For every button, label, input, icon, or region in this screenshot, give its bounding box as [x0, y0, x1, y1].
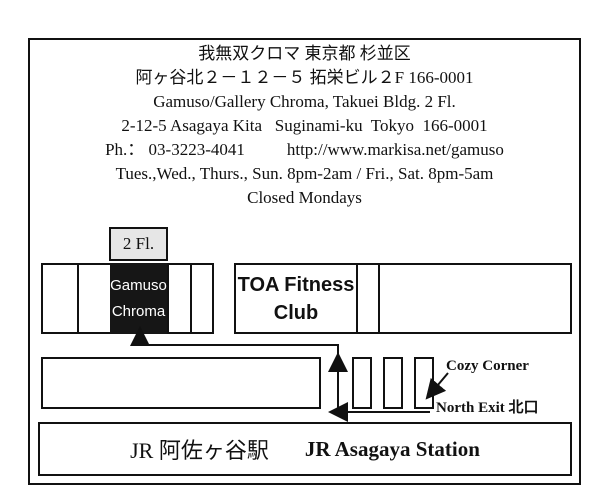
contact-row: Ph.： 03-3223-4041 http://www.markisa.net… — [28, 138, 581, 162]
address-en: 2-12-5 Asagaya Kita Suginami-ku Tokyo 16… — [121, 116, 488, 135]
closed-days: Closed Mondays — [247, 188, 362, 207]
website-link[interactable]: http://www.markisa.net/gamuso — [286, 140, 504, 159]
address-block: 我無双クロマ 東京都 杉並区 阿ヶ谷北２－１２－５ 拓栄ビル２F 166-000… — [28, 42, 581, 210]
building-block — [356, 263, 380, 334]
floor-label: 2 Fl. — [109, 227, 168, 261]
gallery-name-line1: Gamuso — [110, 276, 167, 294]
gallery-building: Gamuso Chroma — [110, 263, 167, 334]
fitness-club-building: TOA Fitness Club — [234, 263, 358, 334]
phone-number: Ph.： 03-3223-4041 — [105, 140, 245, 159]
gallery-name-line2: Chroma — [111, 302, 166, 320]
building-block-right — [378, 263, 572, 334]
fitness-club-name-line1: TOA Fitness — [237, 273, 355, 296]
cozy-corner-label: Cozy Corner — [446, 358, 529, 374]
map-frame — [28, 38, 581, 485]
route-up-to-gallery — [130, 326, 339, 402]
venue-name-jp: 我無双クロマ 東京都 杉並区 — [198, 44, 411, 63]
address-jp: 阿ヶ谷北２－１２－５ 拓栄ビル２F 166-0001 — [135, 68, 474, 87]
building-block — [190, 263, 214, 334]
cozy-corner-pointer — [425, 372, 449, 400]
north-exit-label: North Exit 北口 — [436, 400, 539, 416]
station-name-jp: JR 阿佐ヶ谷駅 — [130, 438, 269, 463]
station-name-en: JR Asagaya Station — [304, 436, 480, 461]
venue-name-en: Gamuso/Gallery Chroma, Takuei Bldg. 2 Fl… — [153, 92, 456, 111]
building-block — [77, 263, 112, 334]
opening-hours: Tues.,Wed., Thurs., Sun. 8pm-2am / Fri.,… — [115, 164, 494, 183]
station-box: JR 阿佐ヶ谷駅 JR Asagaya Station — [38, 422, 572, 476]
building-block-long — [41, 357, 321, 409]
fitness-club-name-line2: Club — [273, 301, 319, 324]
shop-block — [383, 357, 403, 409]
shop-block — [352, 357, 372, 409]
